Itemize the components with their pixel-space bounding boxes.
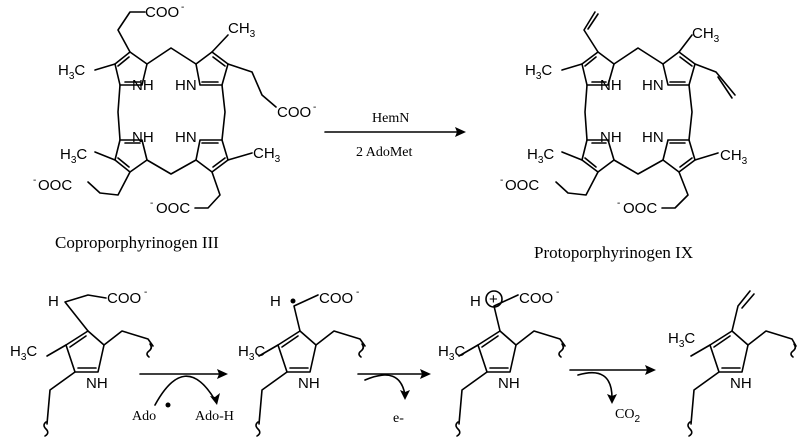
protoporphyrinogen-structure xyxy=(555,11,736,209)
proto-ch3-bottom: CH3 xyxy=(720,147,748,167)
ado-radical-dot xyxy=(165,402,171,408)
mech2-h3c: H3C xyxy=(238,343,265,363)
ado-label: Ado xyxy=(132,409,156,424)
mechanism-structure-1 xyxy=(43,294,154,437)
mechanism-structure-4 xyxy=(687,290,797,437)
copro-ch3-bottom: CH3 xyxy=(253,145,281,165)
mech2-coo: COO xyxy=(319,290,353,307)
mech3-h: H xyxy=(470,293,481,310)
copro-ooc-1: OOC xyxy=(38,177,72,194)
proto-h3c-top: H3C xyxy=(525,62,552,82)
mech1-coo-charge: - xyxy=(144,287,147,298)
copro-ooc-1-charge: - xyxy=(33,175,36,186)
mech3-cation-charge: + xyxy=(489,291,498,308)
protoporphyrinogen-label: Protoporphyrinogen IX xyxy=(534,243,693,262)
copro-coo-2-charge: - xyxy=(313,102,316,113)
copro-coo-2: COO xyxy=(277,104,311,121)
coproporphyrinogen-structure xyxy=(87,11,277,209)
electron-label: e- xyxy=(393,411,404,426)
proto-ooc-1: OOC xyxy=(505,177,539,194)
mech1-h3c: H3C xyxy=(10,343,37,363)
mech3-coo-charge: - xyxy=(556,287,559,298)
copro-nh-bottom: NH xyxy=(132,129,154,146)
mech4-nh: NH xyxy=(730,375,752,392)
mechanism-arrow-3 xyxy=(569,365,656,404)
mech3-h3c: H3C xyxy=(438,343,465,363)
reaction-arrow xyxy=(324,127,466,137)
mechanism-structure-3 xyxy=(455,290,566,437)
enzyme-label: HemN xyxy=(372,111,409,126)
proto-hn-top: HN xyxy=(642,77,664,94)
mechanism-structure-2 xyxy=(255,294,366,437)
cofactor-label: 2 AdoMet xyxy=(356,145,413,160)
copro-hn-bottom: HN xyxy=(175,129,197,146)
mechanism-arrow-1 xyxy=(139,369,228,406)
ado-h-label: Ado-H xyxy=(195,409,234,424)
proto-ooc-2: OOC xyxy=(623,200,657,217)
co2-label: CO2 xyxy=(615,407,640,425)
mech2-coo-charge: - xyxy=(356,287,359,298)
proto-ch3-top: CH3 xyxy=(692,25,720,45)
mech2-h: H xyxy=(270,293,281,310)
copro-ooc-2-charge: - xyxy=(150,198,153,209)
proto-nh-top: NH xyxy=(600,77,622,94)
copro-ooc-2: OOC xyxy=(156,200,190,217)
proto-hn-bottom: HN xyxy=(642,129,664,146)
copro-h3c-bottom: H3C xyxy=(60,146,87,166)
copro-hn-top: HN xyxy=(175,77,197,94)
coproporphyrinogen-label: Coproporphyrinogen III xyxy=(55,233,219,252)
mech3-coo: COO xyxy=(519,290,553,307)
mech4-h3c: H3C xyxy=(668,330,695,350)
proto-nh-bottom: NH xyxy=(600,129,622,146)
copro-coo-1: COO xyxy=(145,4,179,21)
mech1-coo: COO xyxy=(107,290,141,307)
mechanism-arrow-2 xyxy=(357,369,431,400)
mech2-radical-dot xyxy=(290,298,296,304)
mech3-nh: NH xyxy=(498,375,520,392)
copro-h3c-top: H3C xyxy=(58,62,85,82)
copro-ch3-top: CH3 xyxy=(228,20,256,40)
copro-coo-1-charge: - xyxy=(181,2,184,13)
proto-ooc-2-charge: - xyxy=(617,198,620,209)
copro-nh-top: NH xyxy=(132,77,154,94)
mech1-h: H xyxy=(48,293,59,310)
mech1-nh: NH xyxy=(86,375,108,392)
mech2-nh: NH xyxy=(298,375,320,392)
proto-ooc-1-charge: - xyxy=(500,175,503,186)
proto-h3c-bottom: H3C xyxy=(527,146,554,166)
